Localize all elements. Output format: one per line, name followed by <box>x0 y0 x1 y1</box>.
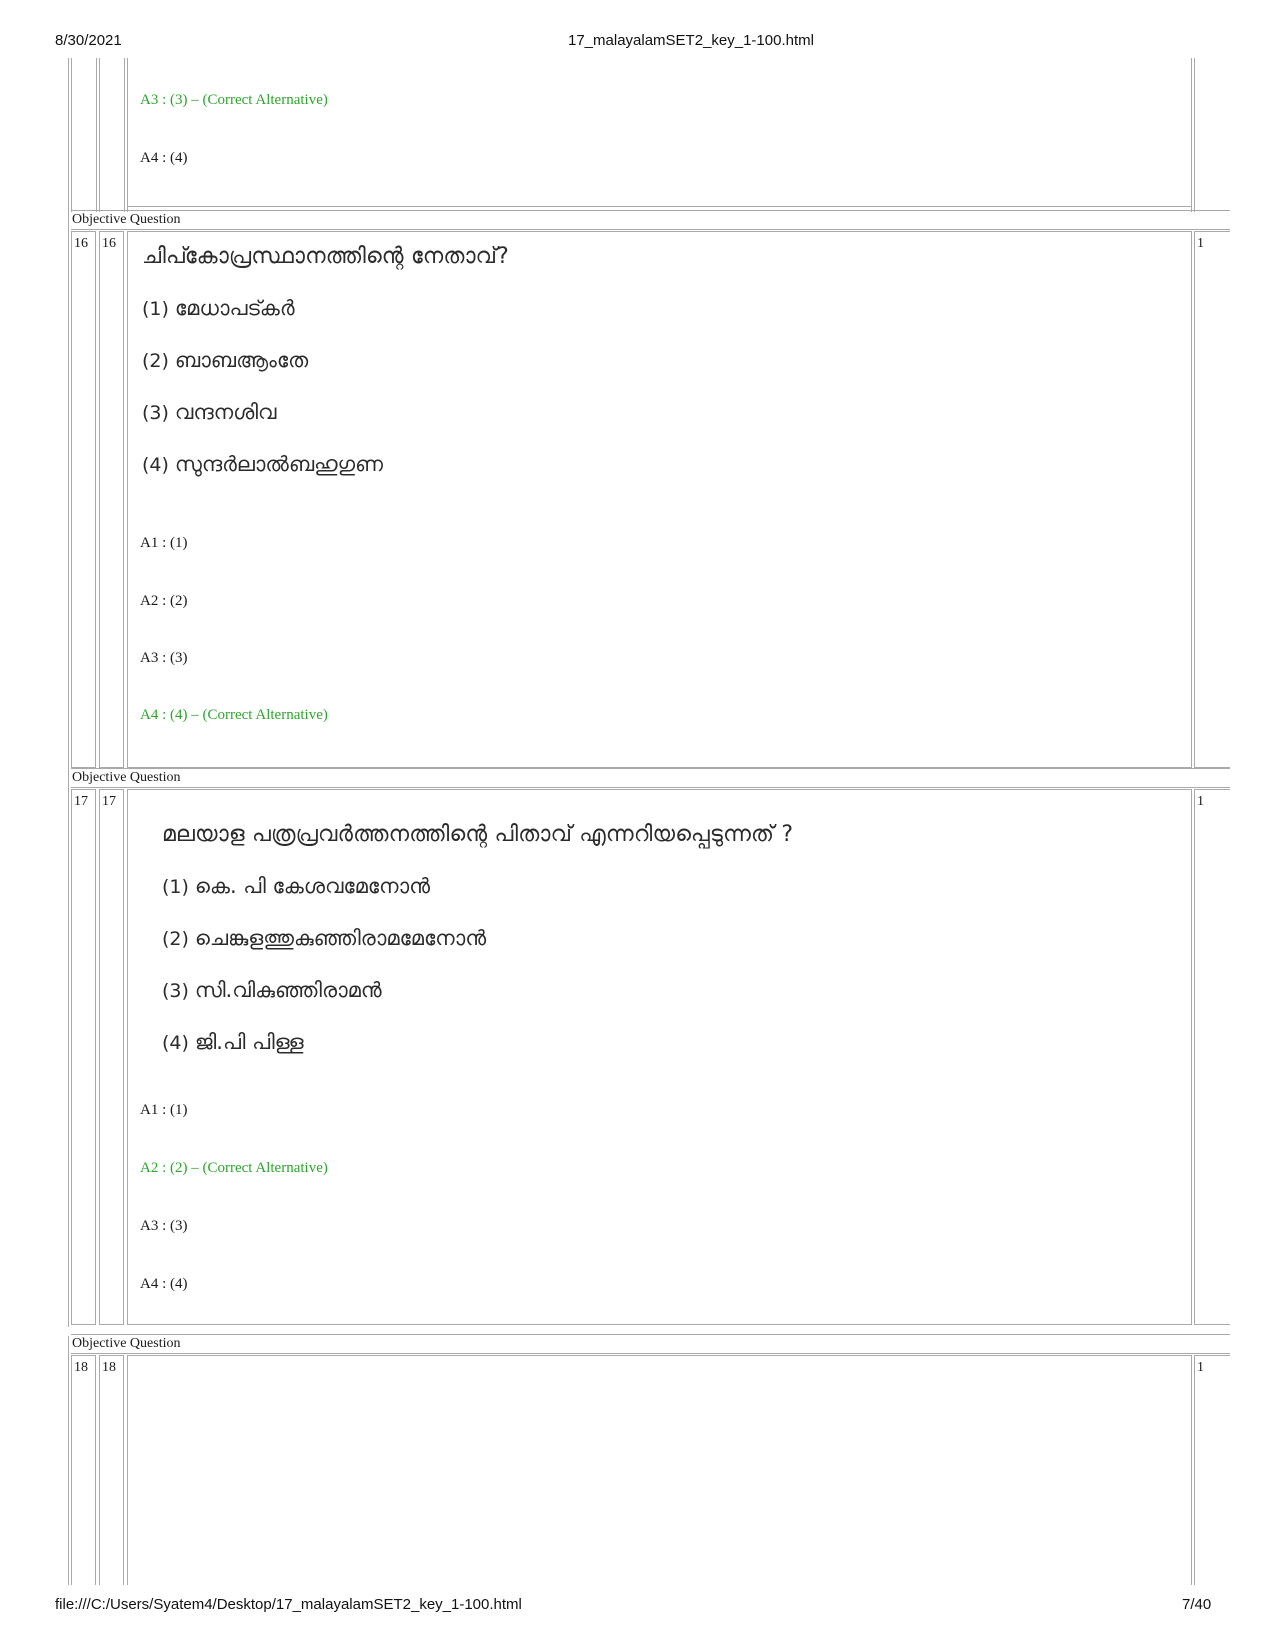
print-title: 17_malayalamSET2_key_1-100.html <box>568 32 814 49</box>
serial-number: 17 <box>74 794 88 809</box>
answer-option: A3 : (3) <box>140 650 188 666</box>
option-text: ചെങ്കുളത്തുകുഞ്ഞിരാമമേനോൻ <box>194 926 487 950</box>
option-key: (4) <box>142 454 169 476</box>
option-key: (1) <box>162 876 189 898</box>
col-divider <box>127 58 128 212</box>
option-text: സുന്ദർലാൽബഹുഗുണ <box>174 452 383 476</box>
table-border-left <box>68 212 69 770</box>
table-border-left <box>68 58 69 212</box>
answer-option: A3 : (3) <box>140 1218 188 1234</box>
option-text: കെ. പി കേശവമേനോൻ <box>194 874 431 898</box>
marks: 1 <box>1197 236 1204 251</box>
answer-option: A1 : (1) <box>140 1102 188 1118</box>
option-key: (4) <box>162 1032 189 1054</box>
table-border-left <box>68 770 69 1327</box>
option-key: (3) <box>142 402 169 424</box>
option-item: (4)ജി.പി പിള്ള <box>162 1030 304 1055</box>
answer-option: A4 : (4) – (Correct Alternative) <box>140 707 328 723</box>
qno-cell <box>99 1355 124 1585</box>
col-divider <box>1194 58 1195 212</box>
cell-bottom <box>127 206 1192 207</box>
option-item: (3)വന്ദനശിവ <box>142 400 277 425</box>
question-number: 16 <box>102 236 116 251</box>
option-item: (1)മേധാപട്കർ <box>142 296 295 321</box>
marks-cell <box>1194 789 1230 1325</box>
question-type-label: Objective Question <box>71 210 1230 230</box>
option-key: (2) <box>142 350 169 372</box>
option-text: ബാബആംതേ <box>174 348 309 372</box>
question-text: ചിപ്കോപ്രസ്ഥാനത്തിന്റെ നേതാവ്? <box>142 244 510 269</box>
answer-option: A2 : (2) <box>140 593 188 609</box>
question-type-label: Objective Question <box>71 1334 1230 1354</box>
question-type-label: Objective Question <box>71 768 1230 788</box>
table-border-left <box>68 1336 69 1585</box>
answer-option: A1 : (1) <box>140 535 188 551</box>
question-cell <box>127 231 1192 768</box>
marks-cell <box>1194 1355 1230 1585</box>
marks: 1 <box>1197 1360 1204 1375</box>
sl-cell <box>71 789 96 1325</box>
sl-cell <box>71 231 96 768</box>
option-key: (1) <box>142 298 169 320</box>
print-date: 8/30/2021 <box>55 32 122 49</box>
col-divider <box>99 58 100 212</box>
option-item: (3)സി.വികുഞ്ഞിരാമൻ <box>162 978 382 1003</box>
table-border-left-inner <box>71 58 72 212</box>
option-item: (4)സുന്ദർലാൽബഹുഗുണ <box>142 452 383 477</box>
question-number: 17 <box>102 794 116 809</box>
marks-cell <box>1194 231 1230 768</box>
marks: 1 <box>1197 794 1204 809</box>
question-text: മലയാള പത്രപ്രവർത്തനത്തിന്റെ പിതാവ് എന്നറ… <box>162 822 794 847</box>
col-divider <box>96 58 97 212</box>
answer-option: A3 : (3) – (Correct Alternative) <box>140 92 328 108</box>
option-item: (2)ചെങ്കുളത്തുകുഞ്ഞിരാമമേനോൻ <box>162 926 486 951</box>
option-key: (2) <box>162 928 189 950</box>
option-item: (2)ബാബആംതേ <box>142 348 308 373</box>
question-cell <box>127 1355 1192 1585</box>
question-cell <box>127 789 1192 1325</box>
answer-option: A4 : (4) <box>140 150 188 166</box>
question-number: 18 <box>102 1360 116 1375</box>
serial-number: 16 <box>74 236 88 251</box>
answer-option: A4 : (4) <box>140 1276 188 1292</box>
qno-cell <box>99 789 124 1325</box>
serial-number: 18 <box>74 1360 88 1375</box>
option-text: മേധാപട്കർ <box>174 296 295 320</box>
option-text: ജി.പി പിള്ള <box>194 1030 304 1054</box>
col-divider <box>1191 58 1192 212</box>
option-item: (1)കെ. പി കേശവമേനോൻ <box>162 874 430 899</box>
answer-option: A2 : (2) – (Correct Alternative) <box>140 1160 328 1176</box>
page-number: 7/40 <box>1182 1596 1212 1613</box>
print-file-path: file:///C:/Users/Syatem4/Desktop/17_mala… <box>55 1596 522 1613</box>
option-key: (3) <box>162 980 189 1002</box>
option-text: സി.വികുഞ്ഞിരാമൻ <box>194 978 382 1002</box>
option-text: വന്ദനശിവ <box>174 400 277 424</box>
col-divider <box>124 58 125 212</box>
sl-cell <box>71 1355 96 1585</box>
qno-cell <box>99 231 124 768</box>
